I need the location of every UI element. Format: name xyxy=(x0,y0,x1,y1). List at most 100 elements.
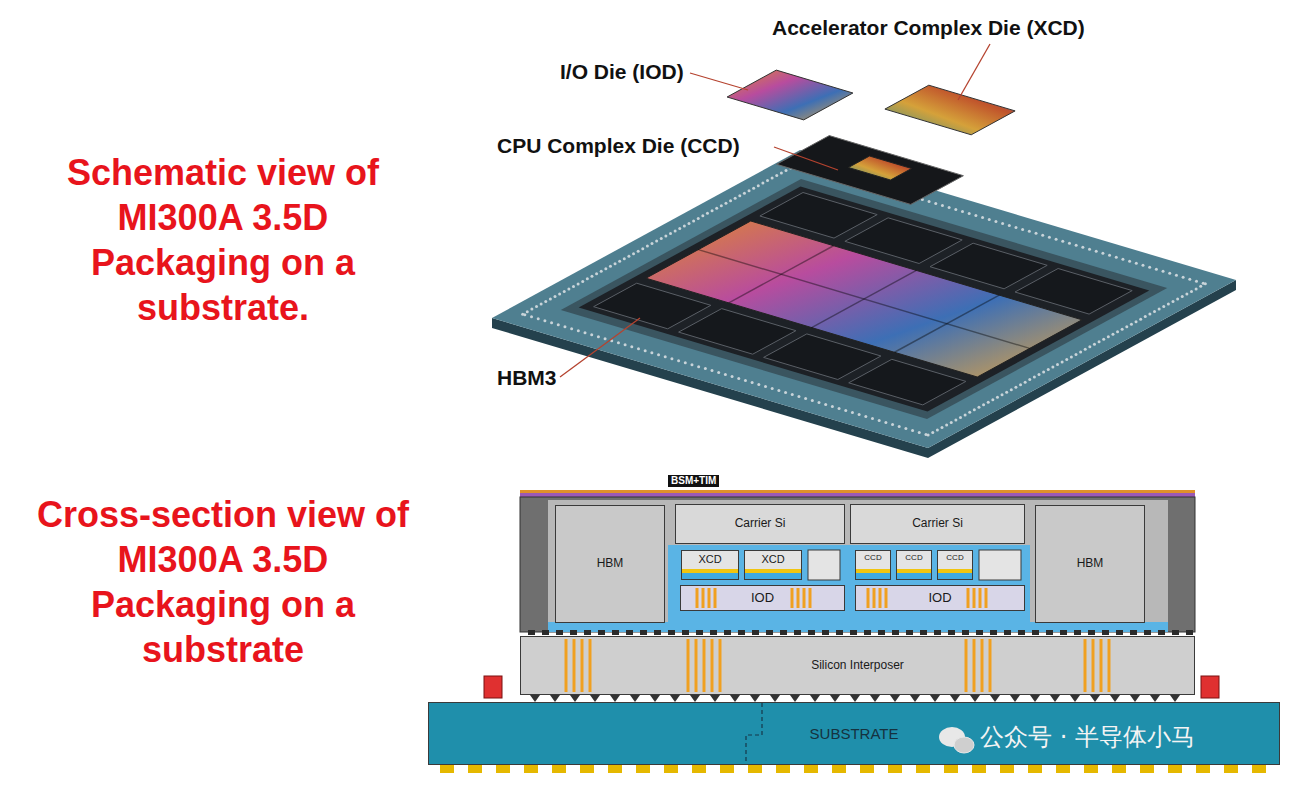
micro-bump xyxy=(696,630,703,635)
bump-dot xyxy=(1101,252,1104,255)
bump-dot xyxy=(961,210,964,213)
node-text: Silicon Interposer xyxy=(811,659,904,673)
bump-dot xyxy=(563,290,566,293)
c4-bump xyxy=(650,695,660,702)
iod-die-exploded xyxy=(727,70,853,120)
c4-bump xyxy=(1110,695,1120,702)
solder-ball xyxy=(888,765,902,773)
bump-dot xyxy=(1162,270,1165,273)
bump-dot xyxy=(1195,287,1198,290)
c4-bump xyxy=(590,695,600,702)
leader-line xyxy=(560,318,640,377)
carrier-silicon: Carrier Si xyxy=(850,504,1025,544)
bump-dot xyxy=(898,425,901,428)
bump-dot xyxy=(669,232,672,235)
xcd-die: XCD xyxy=(681,550,739,580)
tsv-via xyxy=(696,588,699,608)
node-text: IOD xyxy=(751,591,774,606)
bump-dot xyxy=(743,192,746,195)
bump-dot xyxy=(537,317,540,320)
c4-bump xyxy=(630,695,640,702)
micro-bump xyxy=(1032,630,1039,635)
passive-component xyxy=(484,676,502,698)
micro-bump xyxy=(668,630,675,635)
callout-label: CPU Complex Die (CCD) xyxy=(497,134,740,158)
bump-dot xyxy=(1098,340,1101,343)
bump-dot xyxy=(1093,343,1096,346)
c4-bump xyxy=(1170,695,1180,702)
micro-bump xyxy=(1172,630,1179,635)
solder-ball xyxy=(1084,765,1098,773)
bump-dot xyxy=(780,172,783,175)
tsv-via xyxy=(973,588,976,608)
bump-dot xyxy=(1055,238,1058,241)
bump-dot xyxy=(973,408,976,411)
bump-dot xyxy=(549,298,552,301)
bump-dot xyxy=(1185,292,1188,295)
micro-bump xyxy=(1060,630,1067,635)
tsv-via xyxy=(703,639,706,692)
hbm-stack: HBM xyxy=(555,505,665,623)
micro-bump xyxy=(710,630,717,635)
bump-dot xyxy=(692,219,695,222)
bump-dot xyxy=(526,310,529,313)
micro-bump xyxy=(948,630,955,635)
compute-die-area xyxy=(646,221,1082,377)
bump-dot xyxy=(777,389,780,392)
solder-ball xyxy=(1056,765,1070,773)
bump-dot xyxy=(1047,368,1050,371)
bump-dot xyxy=(1141,264,1144,267)
bump-dot xyxy=(581,280,584,283)
bump-dot xyxy=(540,303,543,306)
bump-dot xyxy=(704,367,707,370)
bump-dot xyxy=(577,329,580,332)
view-caption: Schematic view of MI300A 3.5D Packaging … xyxy=(30,150,416,330)
bump-dot xyxy=(1061,240,1064,243)
c4-bump xyxy=(990,695,1000,702)
bump-dot xyxy=(1148,266,1151,269)
bump-dot xyxy=(570,327,573,330)
c4-bump xyxy=(810,695,820,702)
c4-bump xyxy=(870,695,880,702)
bump-dot xyxy=(948,206,951,209)
ccd-die: CCD xyxy=(937,550,973,580)
bump-dot xyxy=(624,343,627,346)
bump-dot xyxy=(1135,320,1138,323)
micro-bump xyxy=(990,630,997,635)
watermark: 公众号 · 半导体小马 xyxy=(980,724,1195,752)
substrate-top xyxy=(492,150,1236,448)
bump-dot xyxy=(1188,278,1191,281)
bump-dot xyxy=(959,416,962,419)
c4-bump xyxy=(790,695,800,702)
bump-dot xyxy=(1038,373,1041,376)
bump-dot xyxy=(974,214,977,217)
micro-bump xyxy=(808,630,815,635)
bump-dot xyxy=(544,300,547,303)
micro-bump xyxy=(598,630,605,635)
c4-bump xyxy=(890,695,900,702)
bump-dot xyxy=(1019,383,1022,386)
micro-bump xyxy=(752,630,759,635)
passive-component xyxy=(1201,676,1219,698)
bump-dot xyxy=(757,383,760,386)
bump-dot xyxy=(630,345,633,348)
solder-ball xyxy=(1196,765,1210,773)
bump-dot xyxy=(931,431,934,434)
bump-dot xyxy=(637,347,640,350)
solder-ball xyxy=(916,765,930,773)
c4-bump xyxy=(670,695,680,702)
micro-bump xyxy=(570,630,577,635)
underfill xyxy=(668,545,1030,630)
solder-ball xyxy=(776,765,790,773)
tsv-via xyxy=(1108,639,1111,692)
bump-dot xyxy=(941,204,944,207)
bump-dot xyxy=(632,252,635,255)
micro-bump xyxy=(682,630,689,635)
micro-bump xyxy=(850,630,857,635)
tsv-via xyxy=(573,639,576,692)
bump-dot xyxy=(1065,358,1068,361)
micro-bump-row xyxy=(528,630,1193,635)
bump-dot xyxy=(1155,268,1158,271)
bump-dot xyxy=(1162,305,1165,308)
